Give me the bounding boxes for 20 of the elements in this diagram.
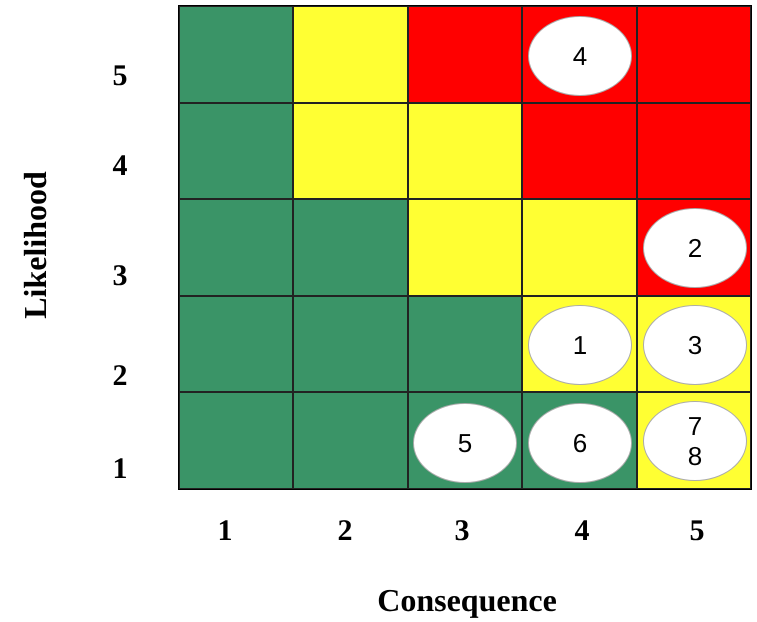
axis-tick-label: 2 — [338, 512, 352, 548]
axis-tick-label: 5 — [690, 512, 704, 548]
axis-tick-label: 4 — [574, 512, 590, 548]
axis-tick-label: 5 — [112, 58, 128, 94]
risk-number: 4 — [572, 41, 588, 71]
axis-tick-label: 2 — [112, 358, 128, 394]
axis-tick-label: 4 — [112, 148, 128, 184]
risk-number: 3 — [688, 330, 702, 360]
axis-tick-label: 3 — [112, 258, 128, 294]
risk-number: 2 — [688, 233, 702, 263]
risk-number: 1 — [572, 330, 588, 360]
risk-number: 6 — [572, 428, 588, 458]
axis-title: Likelihood — [16, 171, 54, 319]
axis-tick-label: 1 — [112, 450, 128, 486]
risk-number: 7 — [688, 411, 702, 441]
risk-number: 8 — [688, 441, 702, 471]
axis-tick-label: 3 — [454, 512, 470, 548]
axis-title: Consequence — [377, 581, 557, 620]
axis-tick-label: 1 — [218, 512, 232, 548]
risk-number: 5 — [458, 428, 472, 458]
